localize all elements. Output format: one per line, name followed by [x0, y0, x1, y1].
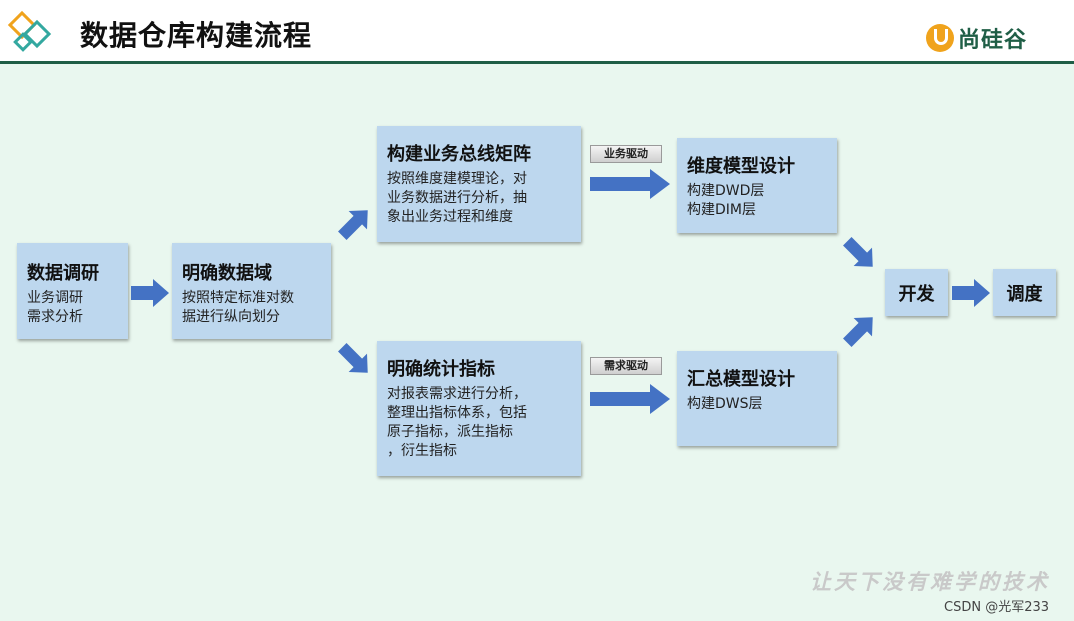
node-summary-model-title: 汇总模型设计 [687, 369, 795, 390]
node-metrics-body: 对报表需求进行分析， 整理出指标体系，包括 原子指标，派生指标 ，衍生指标 [387, 386, 527, 459]
node-domain: 明确数据域 按照特定标准对数 据进行纵向划分 [172, 243, 331, 339]
node-dim-model-title: 维度模型设计 [687, 156, 795, 177]
arrow-dim-model-to-develop [843, 237, 873, 267]
node-bus-matrix: 构建业务总线矩阵 按照维度建模理论，对 业务数据进行分析，抽 象出业务过程和维度 [377, 126, 581, 242]
tag-demand-driven: 需求驱动 [590, 357, 662, 375]
node-bus-matrix-title: 构建业务总线矩阵 [387, 144, 531, 165]
arrow-summary-model-to-develop [843, 317, 873, 347]
arrow-research-to-domain [131, 279, 169, 307]
header: 数据仓库构建流程 尚硅谷 [0, 0, 1074, 64]
arrow-domain-to-metrics [338, 343, 368, 373]
node-domain-body: 按照特定标准对数 据进行纵向划分 [182, 290, 294, 325]
node-dim-model-body: 构建DWD层 构建DIM层 [687, 183, 765, 218]
node-domain-title: 明确数据域 [182, 263, 272, 284]
node-metrics: 明确统计指标 对报表需求进行分析， 整理出指标体系，包括 原子指标，派生指标 ，… [377, 341, 581, 476]
node-summary-model-body: 构建DWS层 [687, 396, 763, 412]
node-bus-matrix-body: 按照维度建模理论，对 业务数据进行分析，抽 象出业务过程和维度 [387, 171, 527, 225]
node-schedule: 调度 [993, 269, 1056, 316]
node-research: 数据调研 业务调研 需求分析 [17, 243, 128, 339]
node-dim-model: 维度模型设计 构建DWD层 构建DIM层 [677, 138, 837, 233]
header-divider [0, 61, 1074, 64]
node-develop: 开发 [885, 269, 948, 316]
node-research-title: 数据调研 [27, 263, 99, 284]
node-metrics-title: 明确统计指标 [387, 359, 495, 380]
arrow-develop-to-schedule [952, 279, 990, 307]
watermark: 让天下没有难学的技术 [810, 569, 1050, 594]
arrow-bus-matrix-to-dim-model [590, 169, 670, 199]
brand-logo: 尚硅谷 [926, 22, 1027, 54]
node-research-body: 业务调研 需求分析 [27, 290, 83, 325]
node-summary-model: 汇总模型设计 构建DWS层 [677, 351, 837, 446]
u-logo-icon [926, 24, 954, 52]
arrow-metrics-to-summary-model [590, 384, 670, 414]
arrow-domain-to-bus-matrix [338, 210, 368, 240]
logo-text: 尚硅谷 [958, 28, 1028, 53]
node-develop-title: 开发 [898, 283, 935, 305]
node-schedule-title: 调度 [1006, 283, 1043, 305]
csdn-credit: CSDN @光军233 [944, 600, 1050, 615]
page-title: 数据仓库构建流程 [80, 19, 313, 52]
tag-business-driven: 业务驱动 [590, 145, 662, 163]
